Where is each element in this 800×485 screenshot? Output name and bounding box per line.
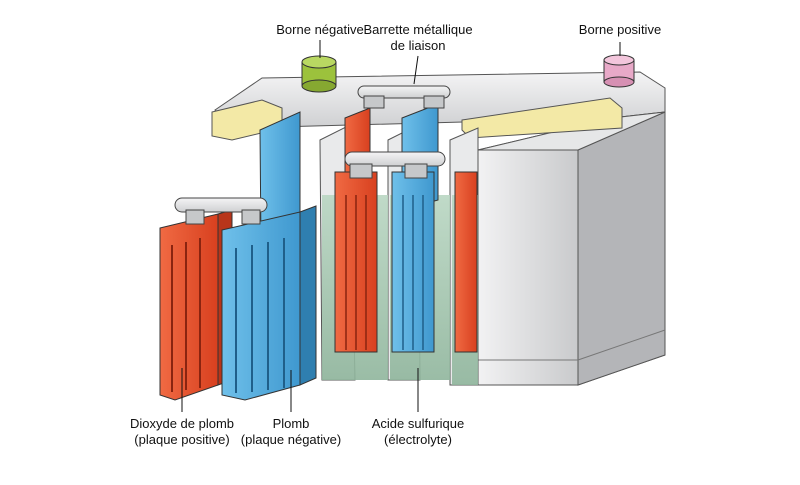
label-acide-line2: (électrolyte) [384,432,452,447]
connector-bar-front [174,197,268,225]
leader-barrette [413,55,419,85]
connector-bar-top [357,85,451,109]
front-positive-plate [159,209,233,401]
label-borne-positive-text: Borne positive [578,22,662,37]
label-acide-line1: Acide sulfurique [371,416,465,431]
leader-lines [181,40,621,412]
label-barrette: Barrette métallique de liaison [330,22,506,54]
label-dioxyde-line2: (plaque positive) [134,432,230,447]
connector-bar-middle [344,151,446,179]
label-dioxyde-line1: Dioxyde de plomb [129,416,235,431]
middle-cell-plates [334,171,478,353]
label-borne-negative-text: Borne négative [276,22,364,37]
label-plomb: Plomb (plaque négative) [216,416,366,448]
positive-terminal [603,54,635,88]
label-barrette-line1: Barrette métallique [363,22,473,37]
label-acide: Acide sulfurique (électrolyte) [342,416,494,448]
label-borne-negative: Borne négative [232,22,408,38]
front-negative-plate [221,205,317,401]
label-dioxyde: Dioxyde de plomb (plaque positive) [102,416,262,448]
label-plomb-line1: Plomb [272,416,310,431]
label-barrette-line2: de liaison [390,38,446,53]
negative-terminal [301,55,337,93]
label-plomb-line2: (plaque négative) [240,432,342,447]
label-borne-positive: Borne positive [540,22,700,38]
battery-case-right [477,111,666,386]
